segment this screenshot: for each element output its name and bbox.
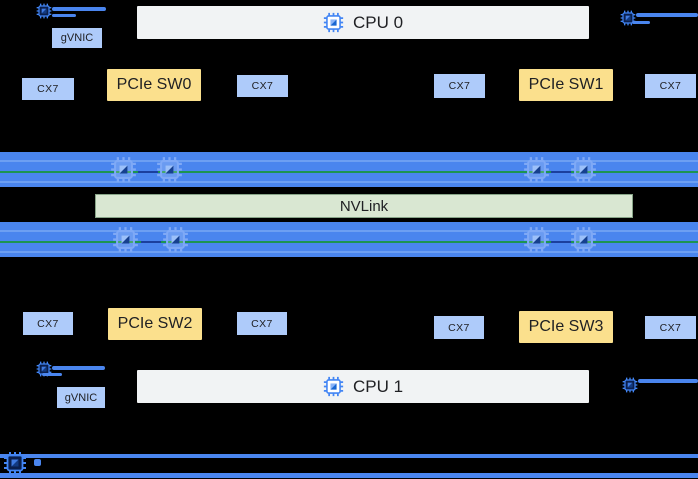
pcie-switch-sw0: PCIe SW0 — [107, 69, 201, 101]
gpu-bar-stripe — [0, 160, 698, 162]
gpu-bar-top — [0, 152, 698, 187]
nic-box-cx7: CX7 — [645, 316, 696, 339]
pcie-switch-label: PCIe SW1 — [528, 76, 604, 93]
network-line — [52, 14, 76, 17]
gpu-chip-icon — [524, 227, 549, 252]
cpu0-bar: CPU 0 — [137, 6, 589, 39]
nic-label: CX7 — [659, 321, 682, 334]
network-port-icon — [36, 361, 52, 377]
network-rail-line — [0, 473, 698, 478]
pcie-switch-label: PCIe SW3 — [528, 318, 604, 335]
pcie-switch-sw2: PCIe SW2 — [108, 308, 202, 340]
gpu-bar-stripe — [0, 251, 698, 253]
pcie-switch-label: PCIe SW0 — [116, 76, 192, 93]
nvlink-label: NVLink — [339, 197, 389, 215]
gpu-bar-stripe — [0, 181, 698, 183]
nic-label: CX7 — [659, 80, 682, 92]
gpu-bar-bottom — [0, 222, 698, 257]
network-line — [632, 21, 650, 24]
network-port-icon — [622, 377, 638, 393]
nic-label: CX7 — [37, 83, 59, 95]
network-line — [638, 379, 698, 383]
nic-box-cx7: CX7 — [434, 74, 485, 98]
gvnic-box: gVNIC — [57, 387, 105, 408]
pcie-switch-label: PCIe SW2 — [117, 315, 193, 332]
gvnic-label: gVNIC — [64, 391, 98, 404]
gpu-chip-icon — [571, 157, 596, 182]
network-port-icon — [620, 10, 636, 26]
nvlink-trace-line — [0, 171, 698, 173]
network-line — [42, 373, 62, 376]
cpu0-label: CPU 0 — [352, 12, 404, 32]
nic-box-cx7: CX7 — [237, 75, 288, 97]
gpu-chip-icon — [163, 227, 188, 252]
network-port-icon — [4, 452, 26, 474]
pcie-trace-segment — [138, 171, 158, 173]
gpu-bar-stripe — [0, 230, 698, 232]
pcie-trace-segment — [551, 171, 571, 173]
nic-box-cx7: CX7 — [237, 312, 287, 335]
gpu-chip-icon — [524, 157, 549, 182]
nic-label: CX7 — [251, 317, 273, 330]
network-line — [52, 7, 106, 11]
nic-box-cx7: CX7 — [22, 78, 74, 100]
nic-box-cx7: CX7 — [645, 74, 696, 98]
network-port-icon — [36, 3, 52, 19]
cpu1-bar: CPU 1 — [137, 370, 589, 403]
nic-label: CX7 — [37, 317, 59, 330]
gvnic-label: gVNIC — [60, 32, 94, 44]
nic-label: CX7 — [448, 321, 470, 334]
nvlink-trace-line — [0, 241, 698, 243]
network-line — [52, 366, 105, 370]
gpu-chip-icon — [113, 227, 138, 252]
network-rail-line — [0, 454, 698, 458]
nic-box-cx7: CX7 — [23, 312, 73, 335]
nic-label: CX7 — [251, 80, 274, 92]
gvnic-box: gVNIC — [52, 28, 102, 48]
cpu-chip-icon — [323, 376, 344, 397]
nvlink-bar: NVLink — [95, 194, 633, 218]
pcie-trace-segment — [141, 241, 161, 243]
pcie-switch-sw1: PCIe SW1 — [519, 69, 613, 101]
gpu-chip-icon — [157, 157, 182, 182]
gpu-chip-icon — [111, 157, 136, 182]
network-node-dot — [34, 459, 41, 466]
cpu-chip-icon — [323, 12, 344, 33]
nic-label: CX7 — [448, 80, 471, 92]
pcie-switch-sw3: PCIe SW3 — [519, 311, 613, 343]
network-line — [636, 13, 698, 17]
pcie-trace-segment — [551, 241, 571, 243]
gpu-chip-icon — [571, 227, 596, 252]
nic-box-cx7: CX7 — [434, 316, 484, 339]
cpu1-label: CPU 1 — [352, 376, 404, 396]
